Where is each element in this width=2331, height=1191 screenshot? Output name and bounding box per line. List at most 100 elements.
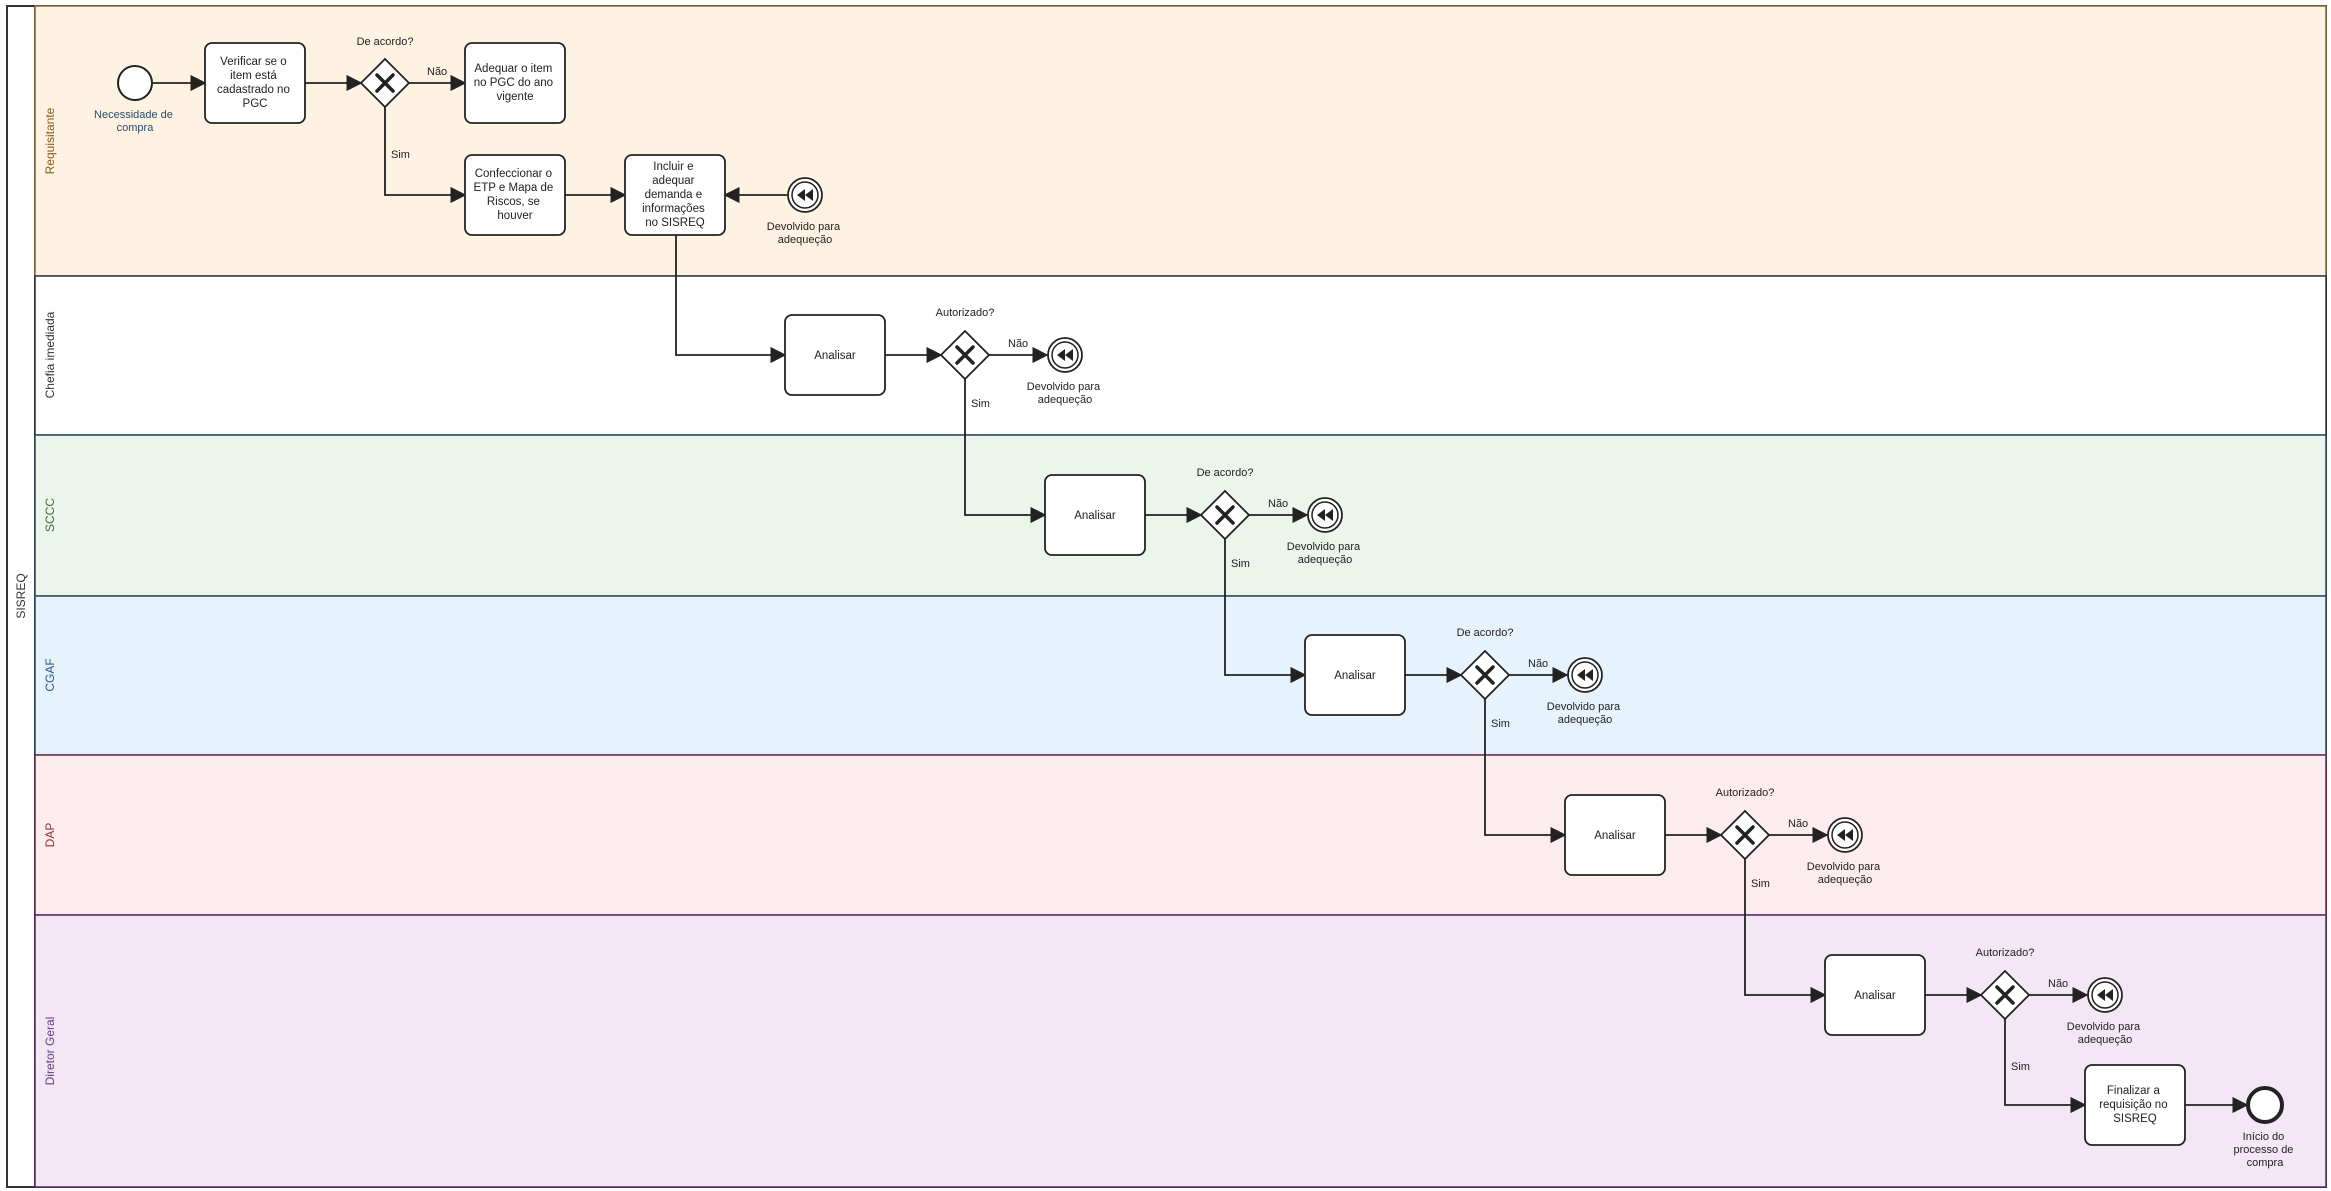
lane-cgaf-bg bbox=[34, 595, 2327, 756]
task-label-line: no PGC do ano bbox=[474, 77, 553, 89]
return-event-label-line1: Devolvido para bbox=[1027, 381, 1101, 393]
flow-gw6-yes bbox=[2004, 1019, 2087, 1114]
return-event-label-line2: adequeção bbox=[1818, 874, 1872, 886]
lane-diretor-geral: Diretor Geral bbox=[34, 914, 2327, 1188]
start-event-label-line2: compra bbox=[117, 122, 155, 134]
end-event-label-line1: Início do bbox=[2243, 1131, 2285, 1143]
task-label: Incluir e adequar demanda e informações … bbox=[642, 161, 708, 229]
task-label-line: informações bbox=[642, 203, 705, 215]
start-event-label-line1: Necessidade de bbox=[94, 109, 173, 121]
flow-label-no: Não bbox=[2048, 978, 2068, 990]
event-inner-ring bbox=[1311, 501, 1339, 529]
start-event-circle bbox=[117, 65, 153, 101]
gateway-x-icon bbox=[955, 345, 975, 365]
start-event-label: Necessidade de compra bbox=[94, 109, 176, 134]
rewind-icon bbox=[1577, 669, 1593, 681]
task-label: Finalizar a requisição no SISREQ bbox=[2099, 1085, 2171, 1125]
task-make-etp[interactable]: Confeccionar o ETP e Mapa de Riscos, se … bbox=[464, 154, 566, 236]
gateway-authorized-dap[interactable]: Autorizado? bbox=[1716, 787, 1775, 861]
rewind-icon bbox=[797, 189, 813, 201]
end-event-circle bbox=[2246, 1086, 2284, 1124]
flow-label-no: Não bbox=[1528, 658, 1548, 670]
task-label-line: PGC bbox=[243, 98, 268, 110]
task-label: Analisar bbox=[1334, 670, 1376, 682]
rewind-icon bbox=[1057, 349, 1073, 361]
return-event-chefia[interactable]: Devolvido para adequeção bbox=[1027, 337, 1103, 406]
task-include-sisreq[interactable]: Incluir e adequar demanda e informações … bbox=[624, 154, 726, 236]
task-analyze-dap[interactable]: Analisar bbox=[1564, 794, 1666, 876]
flow-gw5-yes bbox=[1744, 859, 1827, 1004]
task-analyze-diretor[interactable]: Analisar bbox=[1824, 954, 1926, 1036]
flow-label-no: Não bbox=[1008, 338, 1028, 350]
task-label: Verificar se o item está cadastrado no P… bbox=[217, 56, 293, 110]
flow-label-yes: Sim bbox=[2011, 1061, 2030, 1073]
task-box bbox=[464, 154, 566, 236]
task-label-line: Incluir e bbox=[653, 161, 693, 173]
gateway-x-icon bbox=[1475, 665, 1495, 685]
lane-sccc-label: SCCC bbox=[43, 498, 57, 532]
task-label-line: Riscos, se bbox=[487, 196, 540, 208]
return-event-dap[interactable]: Devolvido para adequeção bbox=[1807, 817, 1883, 886]
lane-cgaf: CGAF bbox=[34, 595, 2327, 756]
gateway-label: Autorizado? bbox=[1976, 947, 2035, 959]
task-label-line: vigente bbox=[496, 91, 533, 103]
lane-dap-label: DAP bbox=[43, 823, 57, 848]
lane-cgaf-label: CGAF bbox=[43, 658, 57, 691]
task-box bbox=[1824, 954, 1926, 1036]
return-event-label-line2: adequeção bbox=[2078, 1034, 2132, 1046]
task-label-line: requisição no bbox=[2099, 1099, 2167, 1111]
event-inner-ring bbox=[2091, 981, 2119, 1009]
return-event-label-line2: adequeção bbox=[1558, 714, 1612, 726]
end-event[interactable]: Início do processo de compra bbox=[2234, 1086, 2297, 1169]
task-label-line: Adequar o item bbox=[474, 63, 552, 75]
lane-diretor-geral-label: Diretor Geral bbox=[43, 1017, 57, 1086]
return-event-label-line2: adequeção bbox=[778, 234, 832, 246]
task-label: Analisar bbox=[1074, 510, 1116, 522]
gateway-x-icon bbox=[1995, 985, 2015, 1005]
gateway-authorized-diretor[interactable]: Autorizado? bbox=[1976, 947, 2035, 1021]
task-label-line: SISREQ bbox=[2113, 1113, 2157, 1125]
task-analyze-sccc[interactable]: Analisar bbox=[1044, 474, 1146, 556]
return-event-sccc[interactable]: Devolvido para adequeção bbox=[1287, 497, 1363, 566]
return-event-label-line1: Devolvido para bbox=[1807, 861, 1881, 873]
return-event-label: Devolvido para adequeção bbox=[1027, 381, 1103, 406]
task-label-line: cadastrado no bbox=[217, 84, 290, 96]
pool-label: SISREQ bbox=[14, 573, 28, 618]
flow-gw2-yes bbox=[964, 379, 1047, 524]
start-event[interactable]: Necessidade de compra bbox=[94, 65, 176, 134]
task-label: Confeccionar o ETP e Mapa de Riscos, se … bbox=[474, 168, 557, 222]
lane-diretor-geral-bg bbox=[34, 914, 2327, 1188]
task-label-line: item está bbox=[230, 70, 277, 82]
gateway-agree-requisitante[interactable]: De acordo? bbox=[357, 36, 414, 109]
lane-dap: DAP bbox=[34, 754, 2327, 916]
return-event-requisitante[interactable]: Devolvido para adequeção bbox=[767, 177, 843, 246]
return-event-cgaf[interactable]: Devolvido para adequeção bbox=[1547, 657, 1623, 726]
return-event-label: Devolvido para adequeção bbox=[2067, 1021, 2143, 1046]
lane-requisitante-label: Requisitante bbox=[43, 107, 57, 174]
task-analyze-chefia[interactable]: Analisar bbox=[784, 314, 886, 396]
task-box bbox=[464, 42, 566, 124]
event-inner-ring bbox=[1831, 821, 1859, 849]
task-analyze-cgaf[interactable]: Analisar bbox=[1304, 634, 1406, 716]
return-event-diretor[interactable]: Devolvido para adequeção bbox=[2067, 977, 2143, 1046]
task-adjust-pgc[interactable]: Adequar o item no PGC do ano vigente bbox=[464, 42, 566, 124]
task-check-pgc[interactable]: Verificar se o item está cadastrado no P… bbox=[204, 42, 306, 124]
task-box bbox=[2084, 1064, 2186, 1146]
flow-label-yes: Sim bbox=[1231, 558, 1250, 570]
task-label-line: Confeccionar o bbox=[475, 168, 552, 180]
gateway-authorized-chefia[interactable]: Autorizado? bbox=[936, 307, 995, 381]
flow-gw1-yes bbox=[384, 107, 467, 204]
return-event-label-line2: adequeção bbox=[1038, 394, 1092, 406]
gateway-agree-cgaf[interactable]: De acordo? bbox=[1457, 627, 1514, 701]
gateway-agree-sccc[interactable]: De acordo? bbox=[1197, 467, 1254, 541]
task-label-line: demanda e bbox=[645, 189, 703, 201]
lane-dap-bg bbox=[34, 754, 2327, 916]
sequence-flows bbox=[153, 74, 2249, 1114]
event-inner-ring bbox=[1571, 661, 1599, 689]
return-event-label-line1: Devolvido para bbox=[2067, 1021, 2141, 1033]
task-finalize-sisreq[interactable]: Finalizar a requisição no SISREQ bbox=[2084, 1064, 2186, 1146]
return-event-label: Devolvido para adequeção bbox=[1547, 701, 1623, 726]
task-box bbox=[1564, 794, 1666, 876]
return-event-label-line2: adequeção bbox=[1298, 554, 1352, 566]
lane-requisitante: Requisitante bbox=[34, 5, 2327, 277]
